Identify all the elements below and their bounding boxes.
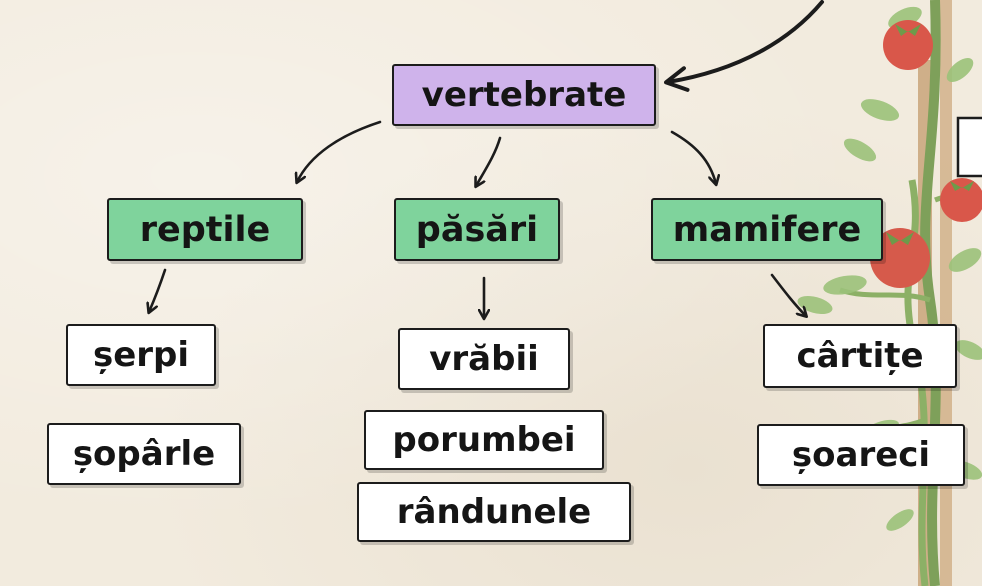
arrow-reptile-to-examples [149,268,167,312]
example-label: șerpi [92,335,190,375]
example-label: porumbei [392,420,576,460]
arrow-mamifere-to-examples [770,273,806,316]
arrow-incoming [664,0,824,92]
root-node: vertebrate [392,64,656,126]
category-node-mamifere: mamifere [651,198,883,261]
example-node: cârtițe [763,324,957,388]
category-label: păsări [415,209,539,250]
example-label: șoareci [791,435,931,475]
example-node: șoareci [757,424,965,486]
example-label: cârtițe [796,336,924,376]
arrow-root-to-pasari [476,136,502,186]
example-node: rândunele [357,482,631,542]
example-label: rândunele [396,492,592,532]
example-node: șerpi [66,324,216,386]
category-label: reptile [139,209,271,250]
arrow-root-to-mamifere [670,130,716,184]
category-node-pasari: păsări [394,198,560,261]
category-label: mamifere [672,209,862,250]
arrow-root-to-reptile [297,120,382,182]
example-node: porumbei [364,410,604,470]
root-label: vertebrate [421,75,627,115]
category-node-reptile: reptile [107,198,303,261]
example-label: vrăbii [429,339,539,379]
example-node: șopârle [47,423,241,485]
example-node: vrăbii [398,328,570,390]
example-label: șopârle [72,434,216,474]
